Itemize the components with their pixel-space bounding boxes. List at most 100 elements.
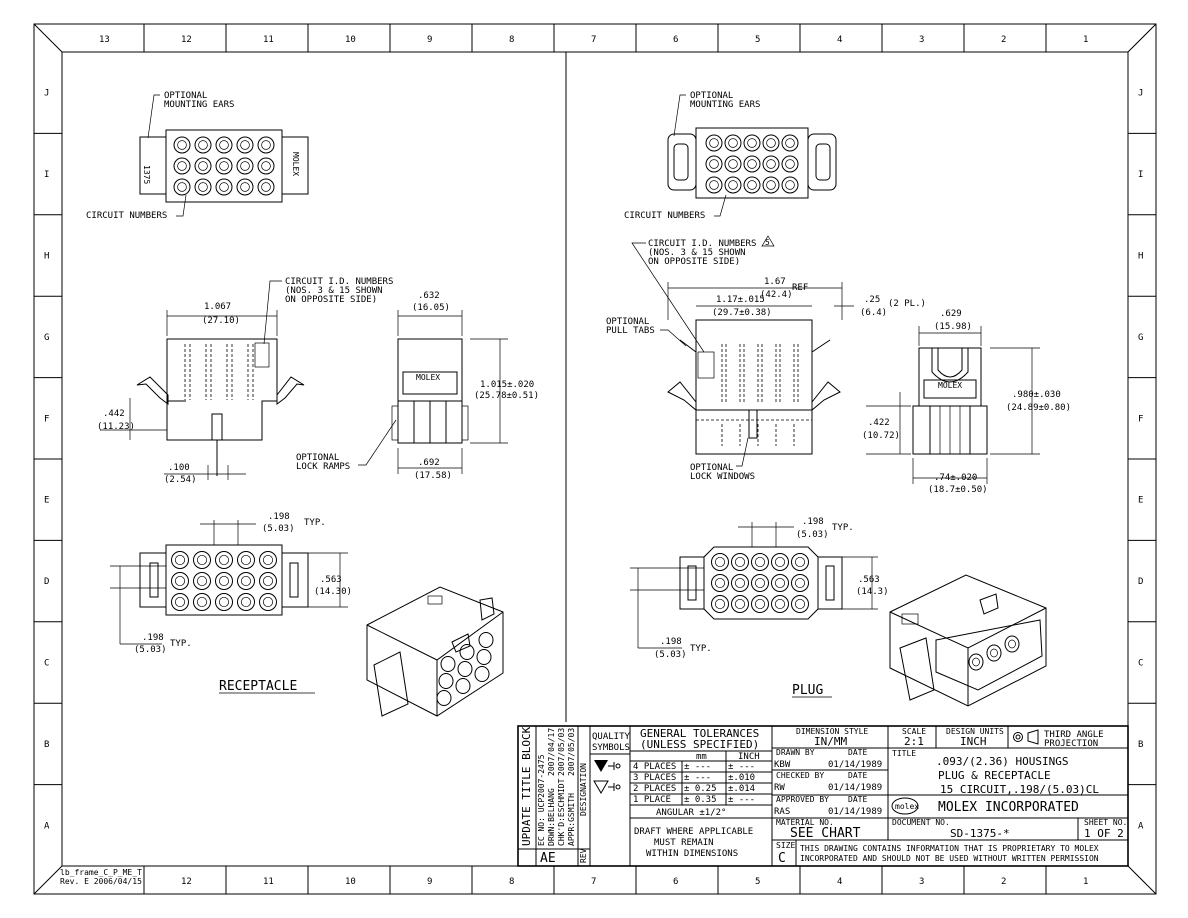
contact-cavity — [193, 593, 211, 611]
row-label-right: G — [1138, 333, 1143, 343]
plug-face-view — [667, 127, 837, 199]
plug-id-label-1: CIRCUIT I.D. NUMBERS — [648, 239, 756, 249]
tb-size: C — [778, 851, 786, 866]
contact-cavity — [173, 178, 191, 196]
contact-cavity — [743, 134, 761, 152]
tb-material: SEE CHART — [790, 826, 861, 841]
receptacle-row-pitch-typ: TYP. — [170, 639, 192, 649]
plug-ref-mm: (42.4) — [760, 290, 793, 300]
contact-cavity — [705, 155, 723, 173]
receptacle-lock-ramps-1: OPTIONAL — [296, 453, 339, 463]
contact-cavity — [171, 551, 189, 569]
contact-cavity — [173, 136, 191, 154]
plug-bottom-view — [679, 546, 843, 620]
contact-cavity — [762, 155, 780, 173]
receptacle-pin-in: .100 — [168, 463, 190, 473]
tb-projection-2: PROJECTION — [1044, 739, 1098, 749]
contact-cavity — [751, 595, 769, 613]
row-label-left: G — [44, 333, 49, 343]
contact-cavity — [711, 553, 729, 571]
tb-units: INCH — [960, 735, 987, 748]
contact-cavity — [743, 155, 761, 173]
contact-cavity — [257, 157, 275, 175]
column-label-bottom: 1 — [1083, 877, 1088, 887]
contact-cavity — [259, 593, 277, 611]
contact-cavity — [215, 136, 233, 154]
contact-cavity — [215, 178, 233, 196]
contact-cavity — [762, 134, 780, 152]
contact-cavity — [173, 157, 191, 175]
tolerance-inch: ±.014 — [728, 784, 755, 794]
receptacle-id-label-2: (NOS. 3 & 15 SHOWN — [285, 286, 383, 296]
tb-draft-3: WITHIN DIMENSIONS — [646, 849, 738, 859]
plug-mounting-ears-label-2: MOUNTING EARS — [690, 100, 760, 110]
contact-cavity — [751, 574, 769, 592]
column-label-bottom: 7 — [591, 877, 596, 887]
row-label-left: B — [44, 740, 49, 750]
plug-side-molex: MOLEX — [938, 381, 962, 390]
column-label-bottom: 10 — [345, 877, 356, 887]
tb-date2: 2007/05/03 — [557, 728, 566, 776]
tb-title-2: PLUG & RECEPTACLE — [938, 769, 1051, 782]
tb-scale: 2:1 — [904, 735, 924, 748]
contact-cavity — [791, 553, 809, 571]
frame-note-2: Rev. E 2006/04/15 — [60, 877, 142, 886]
receptacle-front-view — [136, 338, 305, 476]
row-label-right: J — [1138, 89, 1143, 99]
row-label-left: F — [44, 414, 49, 424]
tb-draft-1: DRAFT WHERE APPLICABLE — [634, 827, 753, 837]
tb-update-title: UPDATE TITLE BLOCK — [520, 726, 533, 846]
receptacle-mounting-ears-label-2: MOUNTING EARS — [164, 100, 234, 110]
contact-cavity — [724, 155, 742, 173]
tb-date1: 2007/04/17 — [547, 728, 556, 776]
receptacle-id-label-1: CIRCUIT I.D. NUMBERS — [285, 277, 393, 287]
receptacle-ear-mm: (11.23) — [97, 422, 135, 432]
tb-date-drawn: 01/14/1989 — [828, 760, 882, 770]
tolerance-places: 3 PLACES — [633, 773, 676, 783]
plug-pull-tabs-1: OPTIONAL — [606, 317, 649, 327]
tb-appr: APPR:GSMITH — [567, 793, 576, 846]
tb-title-3: 15 CIRCUIT,.198/(5.03)CL — [940, 783, 1099, 796]
plug-isometric — [889, 574, 1047, 707]
contact-cavity — [193, 572, 211, 590]
tb-checked-by-label: CHECKED BY — [776, 771, 824, 780]
plug-height-mm: (24.89±0.80) — [1006, 403, 1071, 413]
receptacle-pitch-in: .198 — [268, 512, 290, 522]
column-label-bottom: 5 — [755, 877, 760, 887]
plug-ear-mm: (6.4) — [860, 308, 887, 318]
tb-unless: (UNLESS SPECIFIED) — [640, 738, 759, 751]
plug-row-pitch-in: .198 — [660, 637, 682, 647]
row-label-right: F — [1138, 414, 1143, 424]
column-label-bottom: 11 — [263, 877, 274, 887]
iso-cavity — [459, 644, 475, 660]
contact-cavity — [237, 551, 255, 569]
plug-id-label-3: ON OPPOSITE SIDE) — [648, 257, 740, 267]
quality-triangle-outline-icon — [593, 780, 609, 794]
tolerance-places: 2 PLACES — [633, 784, 676, 794]
contact-cavity — [171, 572, 189, 590]
tb-designation: DESIGNATION — [579, 763, 588, 816]
plug-circuit-numbers-label: CIRCUIT NUMBERS — [624, 211, 705, 221]
column-label-bottom: 8 — [509, 877, 514, 887]
row-label-left: E — [44, 496, 49, 506]
contact-cavity — [731, 574, 749, 592]
tb-drawn-by: KBW — [774, 760, 791, 770]
receptacle-side-tag-left: 1375 — [142, 165, 151, 184]
plug-face-h-mm: (14.3) — [856, 587, 889, 597]
plug-pitch-in: .198 — [802, 517, 824, 527]
plug-ref-label: REF — [792, 283, 808, 293]
iso-cavity — [474, 666, 490, 682]
tb-drwn: DRWN:BELHANG — [547, 788, 556, 846]
receptacle-id-label-3: ON OPPOSITE SIDE) — [285, 295, 377, 305]
plug-pitch-typ: TYP. — [832, 523, 854, 533]
tb-dim-style: IN/MM — [814, 735, 847, 748]
receptacle-width-in: 1.067 — [204, 302, 231, 312]
contact-cavity — [215, 572, 233, 590]
tolerance-mm: ± 0.25 — [684, 784, 717, 794]
tb-units-label: DESIGN UNITS — [946, 727, 1004, 736]
plug-pitch-mm: (5.03) — [796, 530, 829, 540]
contact-cavity — [705, 134, 723, 152]
iso-cavity — [457, 661, 473, 677]
column-label-top: 8 — [509, 35, 514, 45]
projection-cone-icon — [1027, 729, 1039, 745]
